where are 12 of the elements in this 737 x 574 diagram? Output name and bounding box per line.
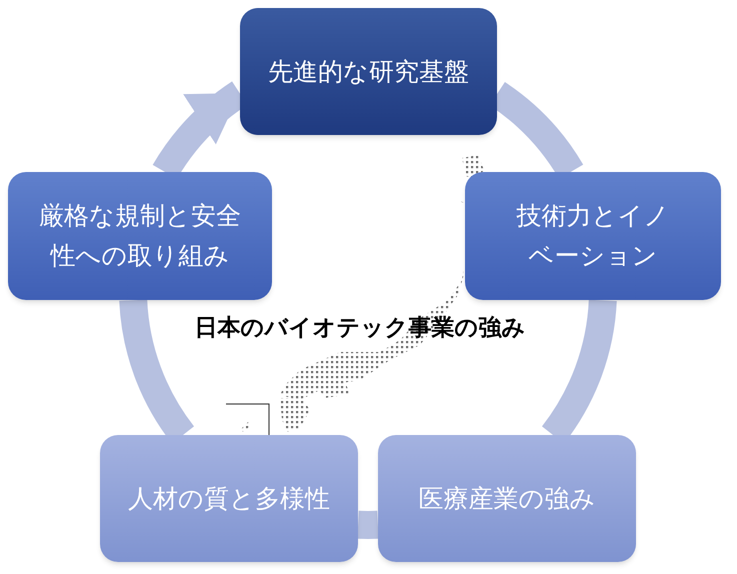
process-box	[465, 172, 721, 300]
box-label: 人材の質と多様性	[128, 482, 330, 514]
process-box	[100, 435, 358, 562]
box-label: 厳格な規制と安全性への取り組み	[38, 200, 242, 272]
process-box	[8, 172, 272, 300]
box-label: 先進的な研究基盤	[268, 56, 469, 88]
box-label: 技術力とイノベーション	[516, 200, 670, 272]
process-box	[378, 435, 636, 562]
diagram-title: 日本のバイオテック事業の強み	[194, 314, 526, 343]
process-box	[240, 8, 497, 135]
box-label: 医療産業の強み	[418, 482, 596, 514]
cycle-segment	[358, 510, 378, 539]
